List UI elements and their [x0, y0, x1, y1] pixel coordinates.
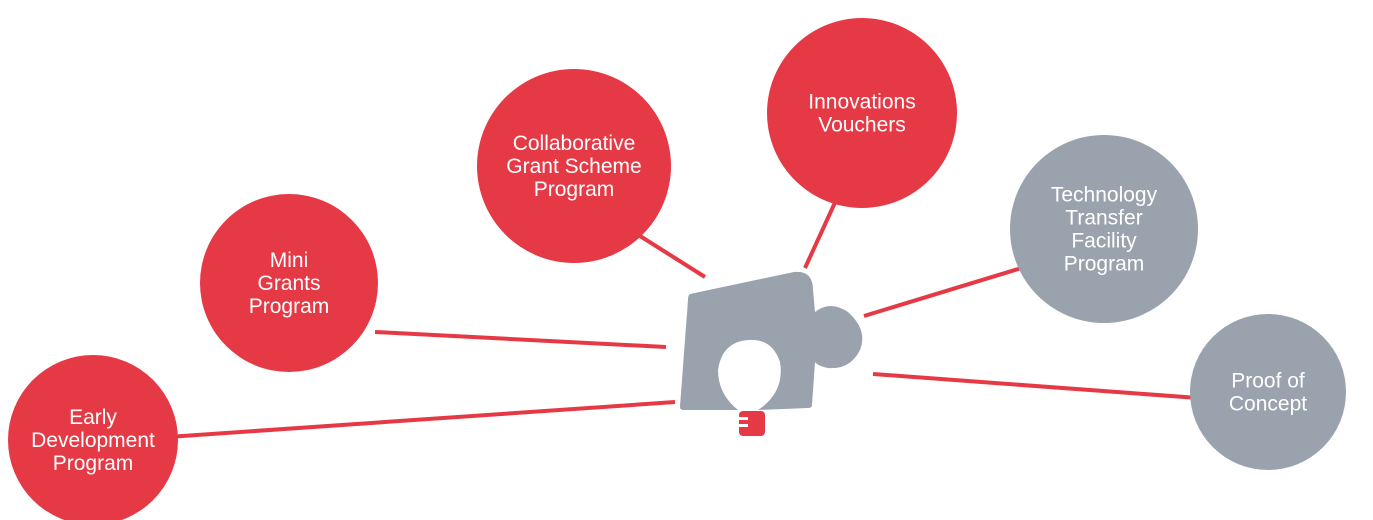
node-label-line: Early	[69, 406, 117, 429]
node-circle-early-development	[8, 355, 178, 520]
bulb-base-thread-1	[738, 417, 748, 420]
node-label-line: Mini	[270, 249, 309, 272]
node-label-line: Collaborative	[513, 132, 636, 155]
connector-mini-grants	[374, 330, 667, 349]
connector-technology-transfer	[863, 264, 1029, 318]
node-label-line: Innovations	[808, 91, 915, 114]
node-label-line: Program	[1064, 253, 1145, 276]
puzzle-piece	[680, 271, 863, 410]
node-label-line: Proof of	[1231, 370, 1305, 393]
node-label-line: Development	[31, 429, 155, 452]
connector-early-development	[167, 400, 676, 439]
bulb-base-thread-2	[738, 424, 748, 427]
node-label-line: Program	[249, 295, 330, 318]
node-circle-collaborative-grant	[477, 69, 671, 263]
node-label-line: Technology	[1051, 184, 1158, 207]
connectors	[167, 195, 1199, 439]
connector-proof-of-concept	[872, 372, 1199, 400]
node-label-line: Grants	[257, 272, 320, 295]
node-circle-mini-grants	[200, 194, 378, 372]
bulb-base	[739, 411, 765, 436]
node-label-line: Transfer	[1065, 207, 1142, 230]
node-label-line: Grant Scheme	[506, 155, 641, 178]
node-circle-innovations-vouchers	[767, 18, 957, 208]
puzzle-lightbulb-icon	[680, 271, 863, 436]
nodes: EarlyDevelopmentProgramMiniGrantsProgram…	[8, 18, 1346, 520]
node-circle-technology-transfer	[1010, 135, 1198, 323]
connector-collaborative-grant	[638, 234, 707, 279]
node-label-line: Vouchers	[818, 114, 906, 137]
node-label-line: Program	[534, 178, 615, 201]
node-circle-proof-of-concept	[1190, 314, 1346, 470]
node-label-line: Program	[53, 452, 134, 475]
node-label-line: Concept	[1229, 393, 1307, 416]
node-label-line: Facility	[1071, 230, 1137, 253]
connector-innovations-vouchers	[803, 195, 840, 269]
